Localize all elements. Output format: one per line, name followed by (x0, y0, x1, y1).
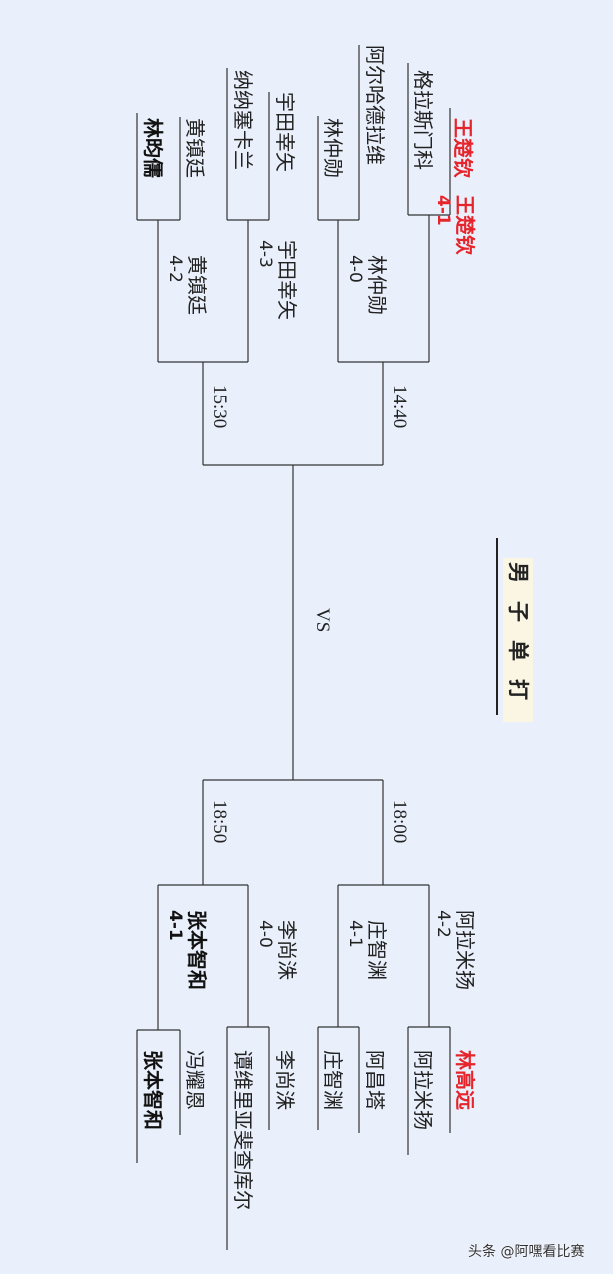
player-name: 宇田幸矢 (273, 92, 297, 172)
player-name: 林昀儒 (141, 118, 165, 178)
score: 4-1 (433, 195, 453, 226)
player-name: 阿昌塔 (363, 1050, 387, 1110)
winner-name: 李尚洙 (275, 920, 299, 980)
vs-label: VS (312, 608, 333, 633)
score: 4-3 (255, 240, 275, 268)
match-time: 18:50 (209, 800, 230, 844)
event-title: 男子单打 (503, 558, 533, 722)
score: 4-0 (345, 255, 365, 283)
player-name: 冯耀恩 (183, 1050, 207, 1110)
score: 4-2 (165, 255, 185, 283)
player-name: 黄镇廷 (183, 118, 207, 178)
winner-name: 庄智渊 (365, 920, 389, 980)
match-time: 15:30 (209, 385, 230, 429)
player-name: 李尚洙 (273, 1050, 297, 1110)
match-time: 18:00 (389, 800, 410, 844)
winner-name: 王楚钦 (453, 195, 477, 255)
winner-name: 黄镇廷 (185, 255, 209, 315)
match-time: 14:40 (389, 385, 410, 429)
winner-name: 阿拉米扬 (453, 910, 477, 990)
player-name: 阿尔哈德拉维 (363, 45, 387, 165)
score: 4-1 (165, 910, 185, 941)
player-name: 纳纳塞卡兰 (231, 70, 255, 170)
watermark: 头条 @阿嘿看比赛 (468, 1244, 585, 1260)
player-name: 庄智渊 (321, 1050, 345, 1110)
player-name: 王楚钦 (451, 118, 475, 178)
winner-name: 张本智和 (185, 910, 209, 990)
player-name: 林仲勋 (321, 118, 345, 178)
player-name: 林高远 (453, 1050, 477, 1110)
player-name: 格拉斯门科 (411, 70, 435, 170)
winner-name: 宇田幸矢 (275, 240, 299, 320)
winner-name: 林仲勋 (365, 255, 389, 315)
score: 4-1 (345, 920, 365, 948)
score: 4-2 (433, 910, 453, 938)
score: 4-0 (255, 920, 275, 948)
player-name: 谭维里亚斐查库尔 (231, 1050, 255, 1210)
player-name: 阿拉米扬 (411, 1050, 435, 1130)
player-name: 张本智和 (141, 1050, 165, 1130)
